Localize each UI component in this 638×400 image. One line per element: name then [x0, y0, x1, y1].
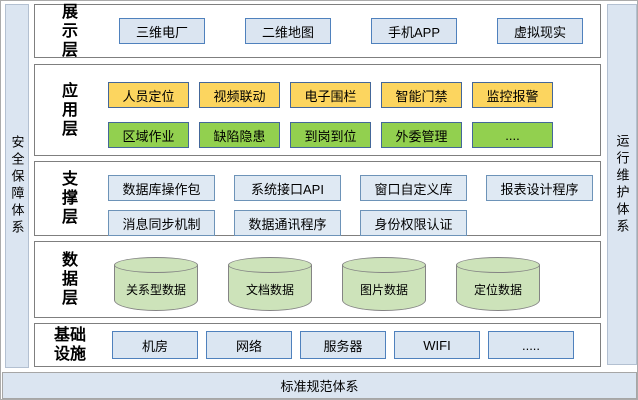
- infra-box: .....: [488, 331, 574, 359]
- standard-specification-bar: 标准规范体系: [2, 372, 637, 399]
- layer-data-content: 关系型数据 文档数据 图片数据 定位数据: [105, 242, 598, 317]
- support-component-box: 消息同步机制: [108, 210, 215, 236]
- infra-box: 机房: [112, 331, 198, 359]
- operation-maintenance-label: 运行维护体系: [614, 133, 630, 236]
- data-store-cylinder: 关系型数据: [114, 256, 198, 311]
- cylinder-top: [456, 256, 540, 273]
- presentation-box: 三维电厂: [119, 18, 205, 44]
- layer-infrastructure-title: 基础设施: [53, 327, 86, 363]
- support-component-box: 窗口自定义库: [360, 175, 467, 201]
- support-row-2: 消息同步机制 数据通讯程序 身份权限认证: [108, 210, 598, 236]
- data-store-cylinder: 定位数据: [456, 256, 540, 311]
- support-component-box: 数据通讯程序: [234, 210, 341, 236]
- support-component-box: 系统接口API: [234, 175, 341, 201]
- application-row-2: 区域作业 缺陷隐患 到岗到位 外委管理 ....: [108, 122, 598, 148]
- operation-maintenance-sidebar: 运行维护体系: [607, 4, 637, 365]
- app-function-box: 智能门禁: [381, 82, 462, 108]
- app-module-box: 区域作业: [108, 122, 189, 148]
- layer-application: 应用层 人员定位 视频联动 电子围栏 智能门禁 监控报警 区域作业 缺陷隐患 到…: [34, 64, 601, 156]
- support-row-1: 数据库操作包 系统接口API 窗口自定义库 报表设计程序: [108, 175, 598, 201]
- layer-application-content: 人员定位 视频联动 电子围栏 智能门禁 监控报警 区域作业 缺陷隐患 到岗到位 …: [105, 65, 598, 155]
- app-function-box: 监控报警: [472, 82, 553, 108]
- layer-data: 数据层 关系型数据 文档数据 图片数据 定位数据: [34, 241, 601, 318]
- layer-data-title: 数据层: [61, 252, 78, 307]
- layer-support-content: 数据库操作包 系统接口API 窗口自定义库 报表设计程序 消息同步机制 数据通讯…: [105, 162, 598, 236]
- app-function-box: 人员定位: [108, 82, 189, 108]
- app-module-box: ....: [472, 122, 553, 148]
- infra-box: WIFI: [394, 331, 480, 359]
- app-module-box: 外委管理: [381, 122, 462, 148]
- layer-application-title: 应用层: [61, 82, 78, 138]
- cylinder-top: [114, 256, 198, 273]
- app-function-box: 视频联动: [199, 82, 280, 108]
- infra-box: 服务器: [300, 331, 386, 359]
- layer-support: 支撑层 数据库操作包 系统接口API 窗口自定义库 报表设计程序 消息同步机制 …: [34, 161, 601, 236]
- application-row-1: 人员定位 视频联动 电子围栏 智能门禁 监控报警: [108, 82, 598, 108]
- layer-support-title: 支撑层: [61, 171, 78, 226]
- standard-specification-label: 标准规范体系: [280, 379, 359, 394]
- support-component-box: 身份权限认证: [360, 210, 467, 236]
- app-module-box: 缺陷隐患: [199, 122, 280, 148]
- data-store-cylinder: 文档数据: [228, 256, 312, 311]
- presentation-box: 手机APP: [371, 18, 457, 44]
- presentation-box: 虚拟现实: [497, 18, 583, 44]
- support-component-box: 报表设计程序: [486, 175, 593, 201]
- security-assurance-sidebar: 安全保障体系: [5, 4, 29, 368]
- layer-presentation: 展示层 三维电厂 二维地图 手机APP 虚拟现实: [34, 3, 601, 59]
- infra-box: 网络: [206, 331, 292, 359]
- layer-presentation-content: 三维电厂 二维地图 手机APP 虚拟现实: [105, 5, 598, 57]
- layer-presentation-title: 展示层: [61, 3, 78, 59]
- layer-infrastructure: 基础设施 机房 网络 服务器 WIFI .....: [34, 323, 601, 367]
- app-module-box: 到岗到位: [290, 122, 371, 148]
- security-assurance-label: 安全保障体系: [9, 135, 25, 237]
- app-function-box: 电子围栏: [290, 82, 371, 108]
- support-component-box: 数据库操作包: [108, 175, 215, 201]
- data-store-cylinder: 图片数据: [342, 256, 426, 311]
- presentation-box: 二维地图: [245, 18, 331, 44]
- layer-infrastructure-content: 机房 网络 服务器 WIFI .....: [105, 324, 598, 366]
- cylinder-top: [228, 256, 312, 273]
- cylinder-top: [342, 256, 426, 273]
